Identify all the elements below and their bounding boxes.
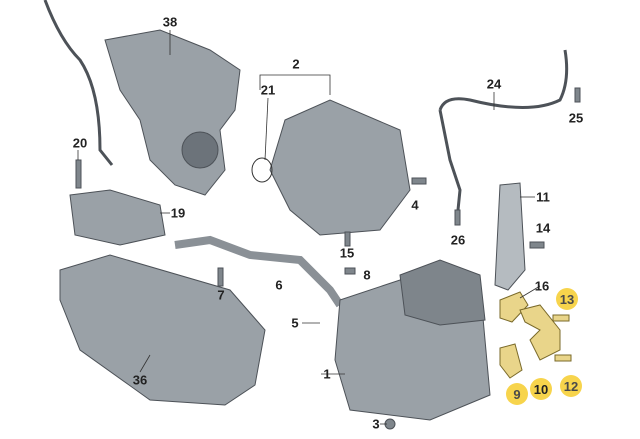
callout-16: 16 xyxy=(534,278,550,294)
callout-24: 24 xyxy=(486,76,502,92)
callout-14: 14 xyxy=(535,220,551,236)
vacuum-pipe-left xyxy=(43,0,114,166)
callout-3: 3 xyxy=(372,416,380,432)
callout-20: 20 xyxy=(72,135,88,151)
callout-15: 15 xyxy=(339,245,355,261)
egr-pipe-10 xyxy=(519,304,561,361)
egr-valve-housing-2 xyxy=(269,99,411,236)
highlighted-callout-10: 10 xyxy=(530,378,552,400)
callout-7: 7 xyxy=(217,287,225,303)
callout-8: 8 xyxy=(363,267,371,283)
callout-6: 6 xyxy=(275,277,283,293)
bracket-11 xyxy=(494,182,526,291)
gasket-16 xyxy=(499,291,529,323)
callout-4: 4 xyxy=(411,197,419,213)
gasket-9 xyxy=(499,343,523,379)
vacuum-pipe-24 xyxy=(438,49,569,111)
callout-25: 25 xyxy=(568,110,584,126)
callout-21: 21 xyxy=(260,82,276,98)
callout-19: 19 xyxy=(170,205,186,221)
intake-manifold-36 xyxy=(59,254,266,406)
callout-38: 38 xyxy=(162,14,178,30)
highlighted-callout-12: 12 xyxy=(560,375,582,397)
egr-actuator xyxy=(399,259,486,326)
callout-5: 5 xyxy=(291,315,299,331)
callout-11: 11 xyxy=(536,189,550,205)
callout-26: 26 xyxy=(450,232,466,248)
turbocharger xyxy=(104,29,241,196)
callout-1: 1 xyxy=(323,366,331,382)
callout-36: 36 xyxy=(132,372,148,388)
callout-2: 2 xyxy=(292,56,300,72)
egr-pipe-6 xyxy=(174,235,344,308)
throttle-body-19 xyxy=(69,189,166,246)
highlighted-callout-9: 9 xyxy=(506,383,528,405)
highlighted-callout-13: 13 xyxy=(556,288,578,310)
